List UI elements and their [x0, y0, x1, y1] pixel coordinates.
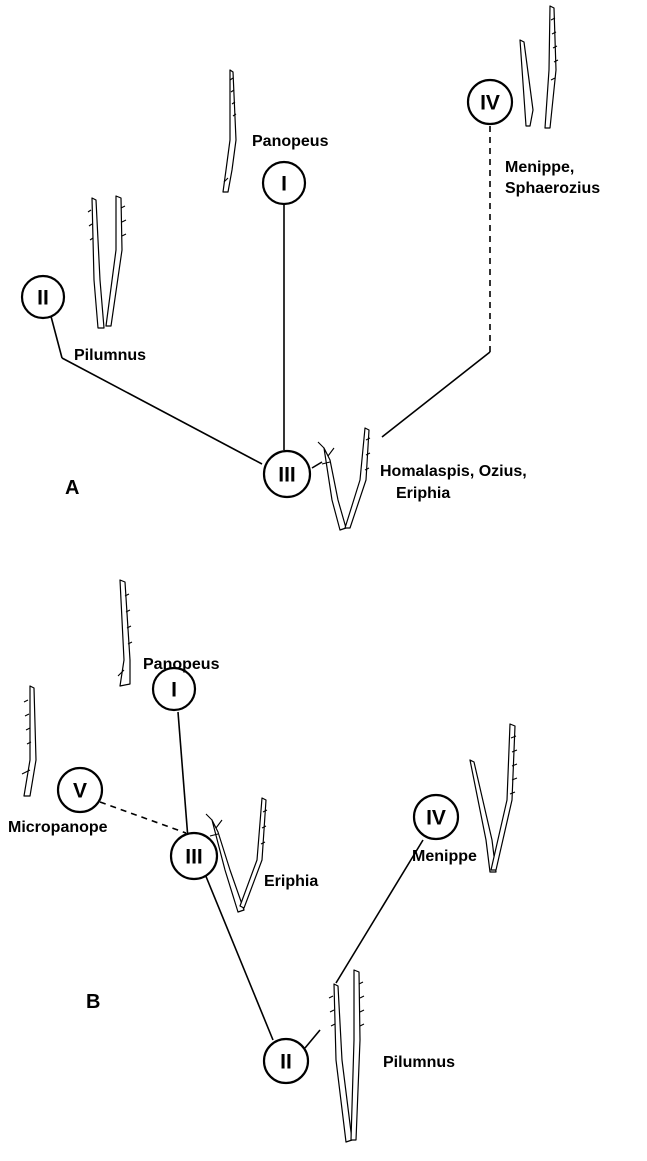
taxon-pilumnus-a: Pilumnus [74, 347, 146, 364]
taxon-eriphia-b: Eriphia [264, 873, 318, 890]
node-iv-b: IV [414, 795, 458, 839]
edge-iii-sketch [312, 462, 322, 468]
setae-sketch-icon [22, 686, 36, 796]
node-i-b-label: I [171, 679, 177, 702]
node-i: I [263, 162, 305, 204]
node-iii-b-label: III [185, 846, 203, 869]
node-ii-b: II [264, 1039, 308, 1083]
node-iv: IV [468, 80, 512, 124]
taxon-micropanope: Micropanope [8, 819, 108, 836]
setae-sketch-icon [520, 6, 558, 128]
node-i-b: I [153, 668, 195, 710]
setae-sketch-icon [329, 970, 364, 1142]
edge-i-iii-b [178, 712, 188, 839]
setae-sketch-icon [118, 580, 132, 686]
node-iii: III [264, 451, 310, 497]
node-iii-b: III [171, 833, 217, 879]
node-v-b: V [58, 768, 102, 812]
node-iv-b-label: IV [426, 807, 446, 830]
taxon-panopeus-a: Panopeus [252, 133, 329, 150]
edge-ii-iii-lower [62, 358, 262, 464]
taxon-menippe-b: Menippe [412, 848, 477, 865]
setae-sketch-icon [223, 70, 236, 192]
edge-ii-sketch-b [305, 1030, 320, 1048]
node-ii-b-label: II [280, 1051, 292, 1074]
taxon-menippe-a-line2: Sphaerozius [505, 180, 600, 197]
taxon-homalaspis-line1: Homalaspis, Ozius, [380, 463, 527, 480]
setae-sketch-icon [318, 428, 370, 530]
node-ii: II [22, 276, 64, 318]
node-ii-label: II [37, 287, 49, 310]
node-v-b-label: V [73, 780, 87, 803]
panel-b: B I V III IV II Panopeus Micropano [8, 580, 517, 1142]
taxon-homalaspis-line2: Eriphia [396, 485, 450, 502]
node-iv-label: IV [480, 92, 500, 115]
edge-ii-iv-b [336, 840, 423, 983]
node-i-label: I [281, 173, 287, 196]
setae-sketch-icon [470, 724, 517, 872]
node-iii-label: III [278, 464, 296, 487]
panel-a: A I II III IV Panopeus Menippe, Sphaeroz… [22, 6, 600, 530]
taxon-panopeus-b: Panopeus [143, 656, 220, 673]
panel-a-label: A [65, 477, 79, 499]
taxon-pilumnus-b: Pilumnus [383, 1054, 455, 1071]
panel-b-label: B [86, 991, 100, 1013]
edge-iii-iv [382, 352, 490, 437]
taxon-menippe-a-line1: Menippe, [505, 159, 574, 176]
setae-sketch-icon [88, 196, 126, 328]
edge-v-iii-dashed [100, 802, 186, 833]
